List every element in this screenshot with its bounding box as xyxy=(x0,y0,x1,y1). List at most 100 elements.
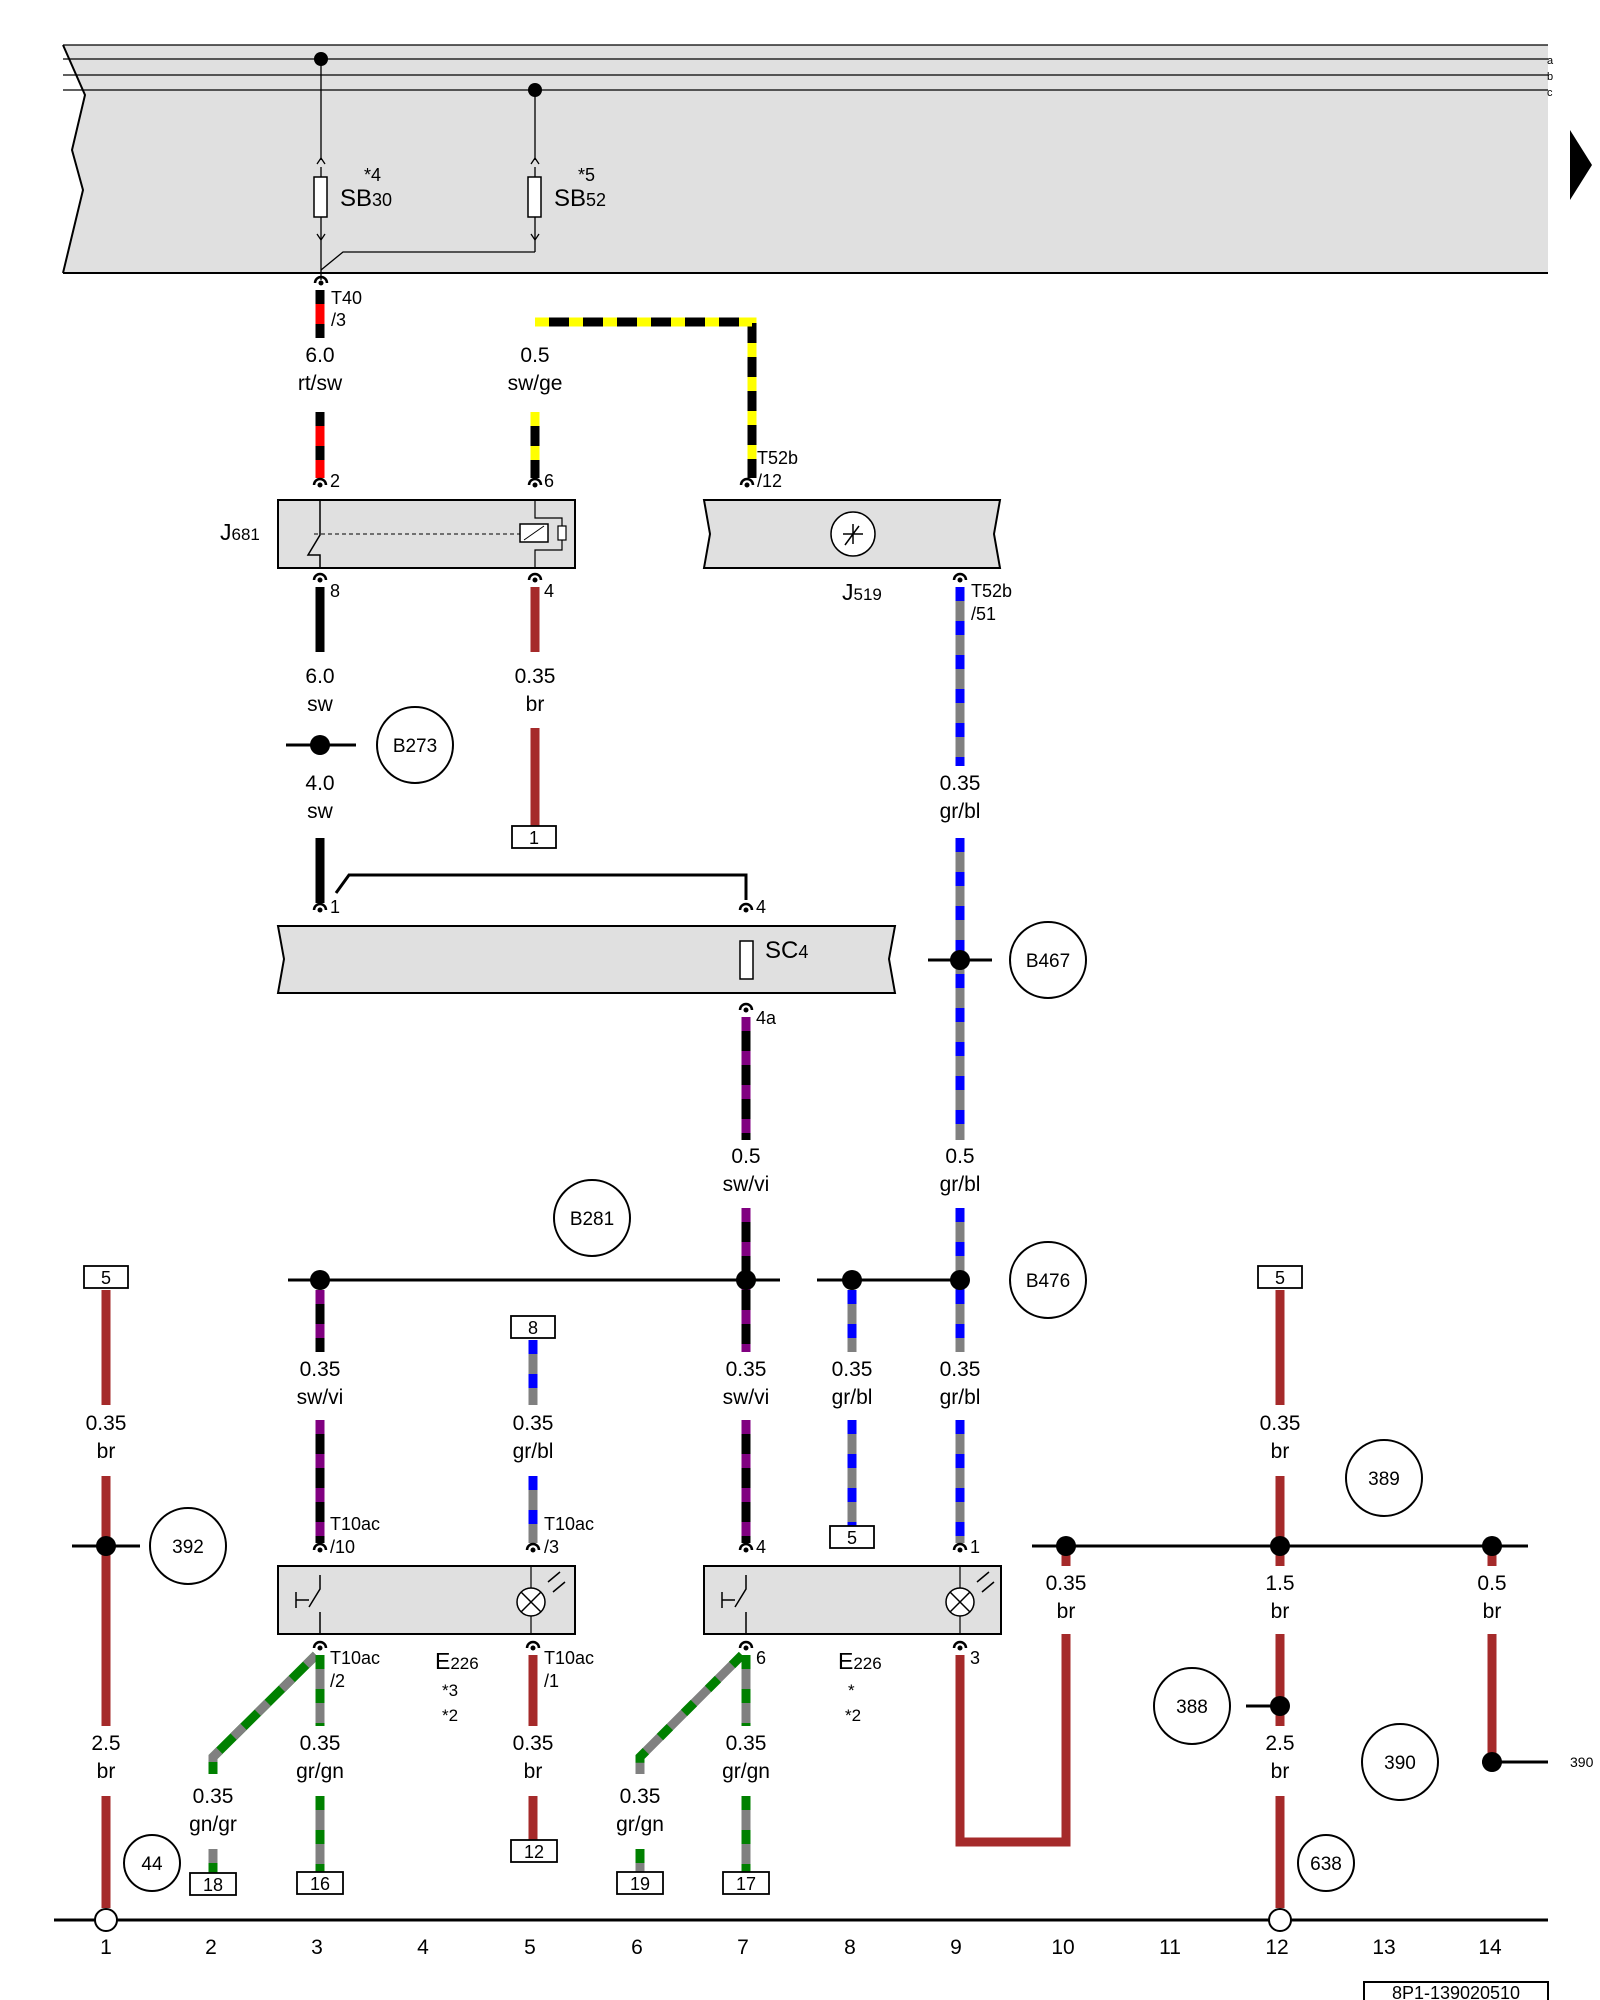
wire-21-color: gr/gn xyxy=(722,1760,770,1783)
ground-389: 389 xyxy=(1368,1469,1400,1490)
wire-16-size: 2.5 xyxy=(91,1732,120,1755)
ref-box-18: 18 xyxy=(203,1875,223,1895)
wire-25-color: br xyxy=(1271,1760,1290,1783)
sc4-label: SC4 xyxy=(765,937,808,964)
track-number: 3 xyxy=(311,1936,323,1959)
wire-18-size: 0.35 xyxy=(300,1732,341,1755)
wire-6-size: 0.35 xyxy=(940,772,981,795)
ref-box-12: 12 xyxy=(524,1842,544,1862)
ground-392: 392 xyxy=(172,1537,204,1558)
switch-e226-left: E226 *3 *2 xyxy=(277,1565,576,1725)
wire-w17-segment-1 xyxy=(208,1651,320,1774)
track-number: 12 xyxy=(1265,1936,1288,1959)
wire-7-size: 0.5 xyxy=(731,1145,760,1168)
conn-t52b-12: T52b xyxy=(757,448,798,468)
rail-label-c: c xyxy=(1547,87,1553,99)
wire-w20-segment-1 xyxy=(635,1651,746,1774)
conn-t10ac-2-pin: /2 xyxy=(330,1671,345,1691)
ref-box-5c: 5 xyxy=(1275,1268,1285,1288)
pin-j681-8: 8 xyxy=(330,581,340,601)
wire-24-size: 0.5 xyxy=(1477,1572,1506,1595)
wire-14-color: gr/bl xyxy=(940,1386,981,1409)
fuse-carrier-sc4: SC4 xyxy=(276,925,897,994)
wire-6-color: gr/bl xyxy=(940,800,981,823)
wire-4-size: 0.35 xyxy=(515,665,556,688)
wire-7-color: sw/vi xyxy=(723,1173,770,1196)
ground-b281: B281 xyxy=(570,1209,614,1230)
wire-11-color: gr/bl xyxy=(513,1440,554,1463)
rail-label-a: a xyxy=(1547,55,1554,67)
wire-19-color: br xyxy=(524,1760,543,1783)
fuse-sb30-label: SB30 xyxy=(340,185,392,212)
wire-w2-segment-1 xyxy=(535,317,757,478)
ground-b467: B467 xyxy=(1026,951,1070,972)
wire-20-size: 0.35 xyxy=(620,1785,661,1808)
wire-14-size: 0.35 xyxy=(940,1358,981,1381)
conn-t10ac-1-pin: /1 xyxy=(544,1671,559,1691)
track-number: 14 xyxy=(1478,1936,1502,1959)
wire-25-size: 2.5 xyxy=(1265,1732,1294,1755)
relay-j681: J681 xyxy=(220,499,576,569)
track-number: 7 xyxy=(737,1936,749,1959)
wire-22-size: 0.35 xyxy=(1046,1572,1087,1595)
wire-8-size: 0.5 xyxy=(945,1145,974,1168)
wire-12-color: sw/vi xyxy=(723,1386,770,1409)
pin-numbers: 2 6 8 4 1 4 4a 4 1 6 3 xyxy=(330,471,980,1668)
wire-24-color: br xyxy=(1483,1600,1502,1623)
splice-dots xyxy=(96,735,1502,1772)
conn-t40-pin: /3 xyxy=(331,310,346,330)
wire-13-color: gr/bl xyxy=(832,1386,873,1409)
conn-t52b-51: T52b xyxy=(971,581,1012,601)
wire-w17-stripe-1 xyxy=(208,1651,320,1774)
pin-sc4-1: 1 xyxy=(330,897,340,917)
ground-44: 44 xyxy=(141,1854,163,1875)
e226-right-note-2: *2 xyxy=(845,1706,861,1725)
wire-23-color: br xyxy=(1271,1600,1290,1623)
reference-boxes: 1 5 8 5 5 18 16 12 19 17 xyxy=(83,825,1303,1896)
ref-box-5b: 5 xyxy=(847,1528,857,1548)
supply-rails: a b c xyxy=(63,44,1554,99)
e226-right-label: E226 xyxy=(838,1648,882,1674)
conn-t52b-12-pin: /12 xyxy=(757,471,782,491)
wire-w22-segment-1 xyxy=(955,1634,1071,1847)
pin-j681-6: 6 xyxy=(544,471,554,491)
j681-label: J681 xyxy=(220,519,260,545)
wire-23-size: 1.5 xyxy=(1265,1572,1294,1595)
conn-t10ac-2: T10ac xyxy=(330,1648,380,1668)
wire-1-size: 6.0 xyxy=(305,344,334,367)
pin-j681-2: 2 xyxy=(330,471,340,491)
ref-box-17: 17 xyxy=(736,1874,756,1894)
e226-right-note-1: * xyxy=(848,1681,855,1700)
wire-22-color: br xyxy=(1057,1600,1076,1623)
track-number: 2 xyxy=(205,1936,217,1959)
wire-3-size: 6.0 xyxy=(305,665,334,688)
wire-17-size: 0.35 xyxy=(193,1785,234,1808)
ground-638: 638 xyxy=(1310,1854,1342,1875)
ref-box-8: 8 xyxy=(528,1318,538,1338)
conn-t10ac-1: T10ac xyxy=(544,1648,594,1668)
wire-21-size: 0.35 xyxy=(726,1732,767,1755)
wire-20-color: gr/gn xyxy=(616,1813,664,1836)
e226-left-label: E226 xyxy=(435,1648,479,1674)
rail-label-b: b xyxy=(1547,71,1553,83)
wire-15-color: br xyxy=(1271,1440,1290,1463)
document-code: 8P1-139020510 xyxy=(1392,1983,1520,2000)
conn-t10ac-10-pin: /10 xyxy=(330,1537,355,1557)
conn-t40: T40 xyxy=(331,288,362,308)
wire-1-color: rt/sw xyxy=(298,372,343,395)
ground-b476: B476 xyxy=(1026,1271,1070,1292)
wire-18-color: gr/gn xyxy=(296,1760,344,1783)
pin-e226r-1: 1 xyxy=(970,1537,980,1557)
wire-9-color: br xyxy=(97,1440,116,1463)
pin-e226r-3: 3 xyxy=(970,1648,980,1668)
wire-16-color: br xyxy=(97,1760,116,1783)
ref-box-5a: 5 xyxy=(101,1268,111,1288)
wire-11-size: 0.35 xyxy=(513,1412,554,1435)
wire-12-size: 0.35 xyxy=(726,1358,767,1381)
fuse-sb30-note: *4 xyxy=(364,165,381,185)
ground-390: 390 xyxy=(1384,1753,1416,1774)
fuse-carrier-housing xyxy=(62,44,1548,274)
continue-arrow-icon[interactable] xyxy=(1570,130,1592,200)
pin-e226r-4: 4 xyxy=(756,1537,766,1557)
connector-labels: T40 /3 T52b /12 T52b /51 T10ac /10 T10ac… xyxy=(330,288,1012,1691)
